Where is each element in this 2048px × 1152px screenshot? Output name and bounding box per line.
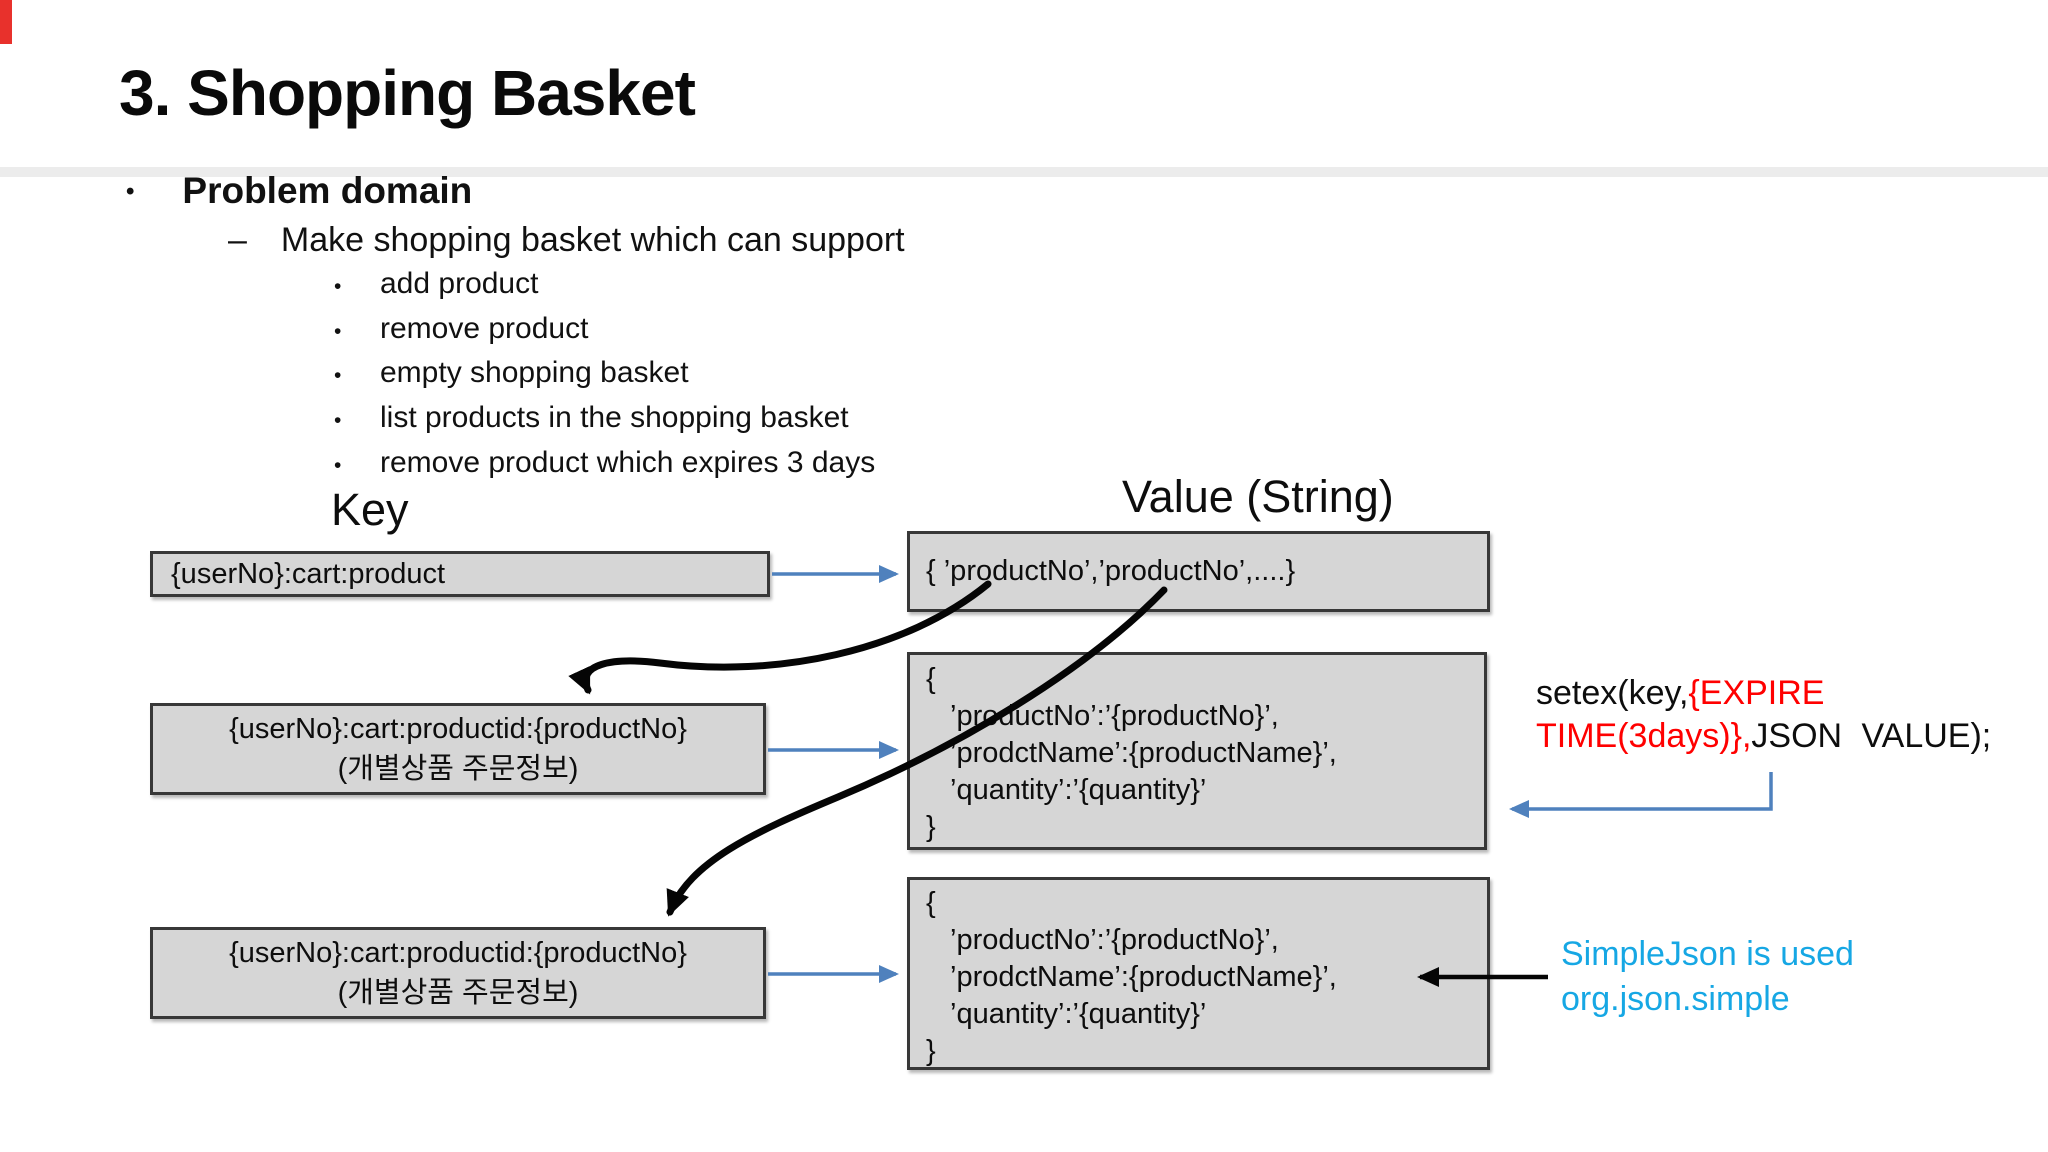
setex-expire-red: {EXPIRE — [1688, 674, 1825, 712]
sub-bullet-label: remove product — [380, 311, 589, 345]
value-box-2-line4: ’quantity’:’{quantity}’ — [950, 774, 1207, 806]
value-box-3: { ’productNo’:’{productNo}’, ’prodctName’:… — [907, 877, 1490, 1070]
value-box-3-line4: ’quantity’:’{quantity}’ — [950, 998, 1207, 1030]
bullet-icon: • — [334, 409, 342, 433]
setex-elbow-arrow — [1509, 772, 1773, 818]
setex-annotation: setex(key,{EXPIRE TIME(3days)},JSON VALU… — [1536, 672, 1991, 758]
dash-item-label: Make shopping basket which can support — [280, 221, 905, 259]
bullet-problem-domain: • Problem domain — [126, 170, 472, 212]
bullet-icon: • — [334, 364, 342, 388]
key-box-3-line2: (개별상품 주문정보) — [337, 977, 579, 1009]
simplejson-annotation: SimpleJson is used org.json.simple — [1561, 932, 1854, 1022]
value-box-2-line1: { — [926, 663, 936, 695]
key-box-1: {userNo}:cart:product — [150, 551, 770, 597]
simplejson-line1: SimpleJson is used — [1561, 935, 1854, 973]
key-box-2: {userNo}:cart:productid:{productNo} (개별상품… — [150, 703, 766, 795]
key-box-2-line1: {userNo}:cart:productid:{productNo} — [229, 713, 687, 745]
problem-domain-label: Problem domain — [182, 170, 473, 211]
value-header: Value (String) — [1122, 471, 1394, 522]
value-box-2-line5: } — [926, 811, 936, 843]
sub-bullet-label: empty shopping basket — [380, 356, 689, 390]
page-title: 3. Shopping Basket — [119, 57, 696, 129]
value-box-3-line2: ’productNo’:’{productNo}’, — [950, 924, 1279, 956]
value-box-1-line1: { ’productNo’,’productNo’,....} — [926, 555, 1296, 587]
bullet-icon: • — [334, 319, 342, 343]
value-box-2-line3: ’prodctName’:{productName}’, — [950, 737, 1337, 769]
sub-bullet-label: add product — [380, 267, 539, 300]
key-box-3-line1: {userNo}:cart:productid:{productNo} — [229, 937, 687, 969]
value-box-1: { ’productNo’,’productNo’,....} — [907, 531, 1490, 612]
bullet-icon: • — [126, 178, 135, 205]
value-box-3-line1: { — [926, 887, 936, 919]
dash-icon: – — [228, 221, 247, 259]
simplejson-line2: org.json.simple — [1561, 980, 1790, 1018]
bullet-icon: • — [334, 275, 342, 298]
key-box-1-line1: {userNo}:cart:product — [171, 557, 446, 590]
sub-bullet-item: • remove product — [334, 308, 875, 353]
value-box-3-line3: ’prodctName’:{productName}’, — [950, 961, 1337, 993]
sub-bullet-item: • add product — [334, 263, 875, 308]
setex-time-red: TIME(3days)}, — [1536, 717, 1752, 755]
sub-bullet-label: remove product which expires 3 days — [380, 445, 876, 479]
key-box-3: {userNo}:cart:productid:{productNo} (개별상품… — [150, 927, 766, 1019]
sub-bullet-label: list products in the shopping basket — [380, 401, 849, 435]
key-header: Key — [331, 484, 409, 535]
key-box-2-line2: (개별상품 주문정보) — [337, 753, 579, 785]
sub-bullet-item: • remove product which expires 3 days — [334, 442, 875, 487]
bullet-icon: • — [334, 453, 342, 477]
divider-line — [0, 167, 2048, 177]
sub-bullet-item: • list products in the shopping basket — [334, 397, 875, 442]
setex-line2: TIME(3days)},JSON VALUE); — [1536, 717, 1992, 755]
value-box-3-line5: } — [926, 1035, 936, 1067]
recording-indicator — [0, 0, 12, 44]
sub-bullet-list: • add product • remove product • empty shoppi… — [334, 263, 875, 487]
sub-bullet-item: • empty shopping basket — [334, 352, 875, 397]
value-box-2: { ’productNo’:’{productNo}’, ’prodctName’:… — [907, 652, 1487, 850]
setex-line1: setex(key,{EXPIRE — [1536, 674, 1825, 712]
dash-item: – Make shopping basket which can support — [228, 221, 905, 260]
value-box-2-line2: ’productNo’:’{productNo}’, — [950, 700, 1279, 732]
